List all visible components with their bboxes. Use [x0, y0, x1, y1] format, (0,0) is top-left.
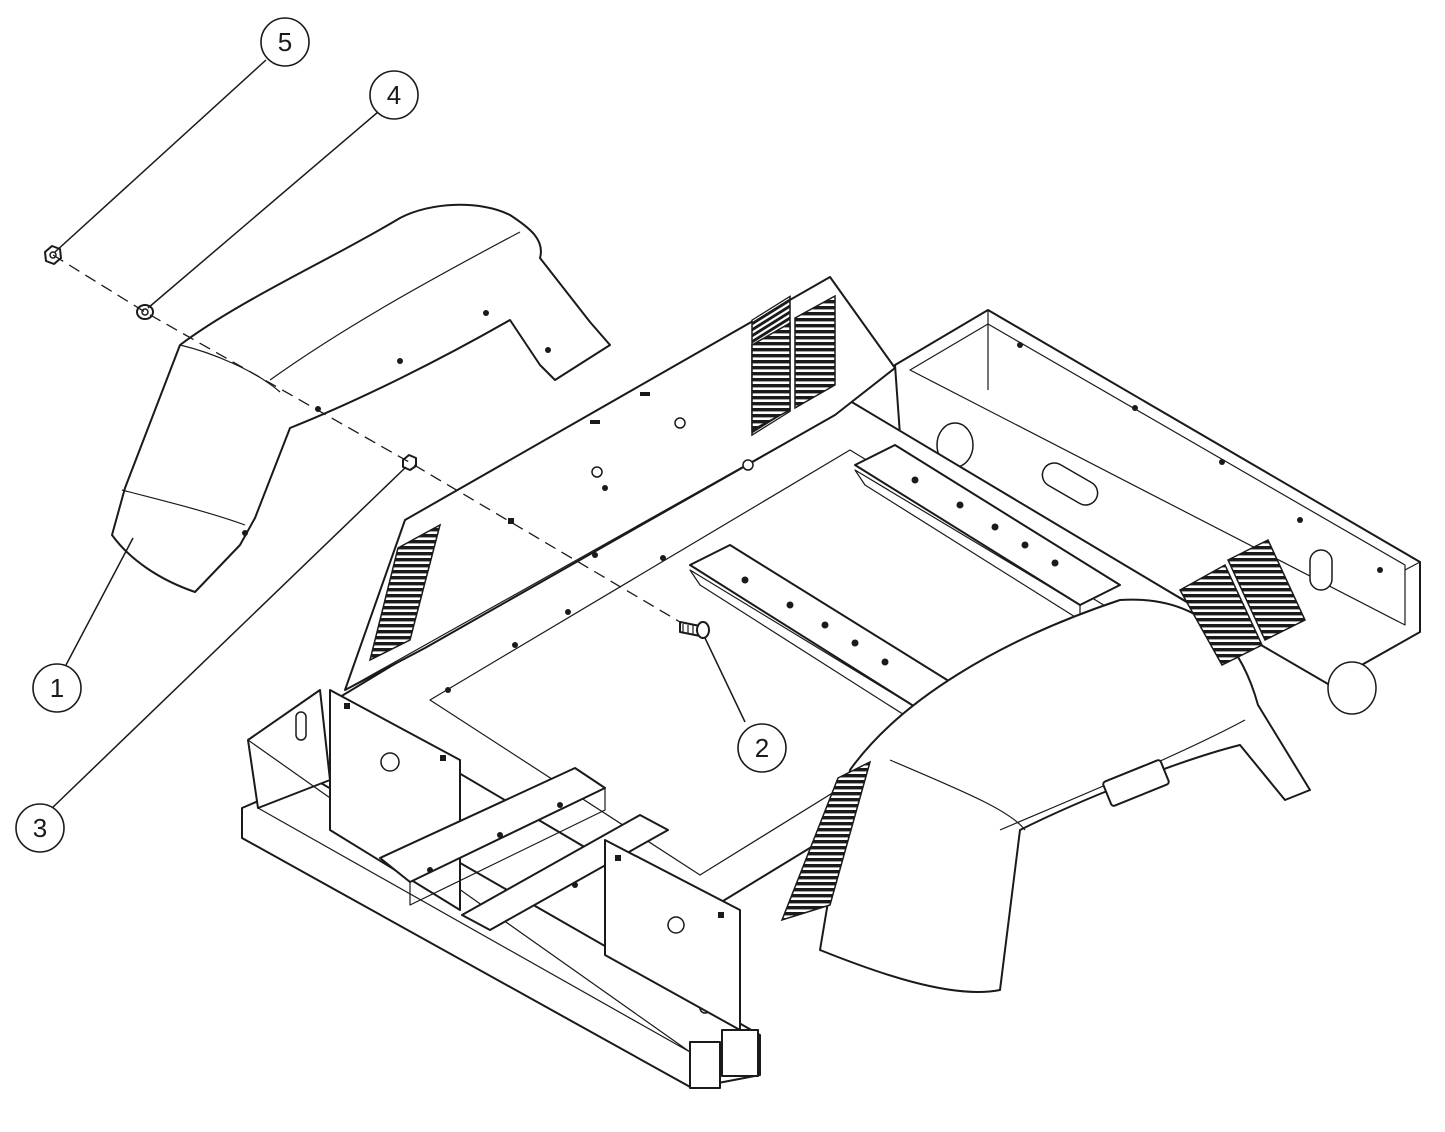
callout-5-label: 5	[278, 27, 292, 57]
leader-5	[54, 59, 267, 253]
callout-2: 2	[737, 723, 787, 773]
leader-1	[65, 537, 134, 666]
leader-2	[704, 637, 746, 723]
fender-part-1	[111, 203, 611, 593]
leader-4	[147, 111, 379, 309]
leader-3	[49, 466, 407, 811]
callout-5: 5	[260, 17, 310, 67]
callout-1-label: 1	[50, 673, 64, 703]
leader-lines	[49, 59, 746, 811]
rear-fender-installed	[780, 538, 1311, 993]
washer-part-4	[136, 304, 154, 320]
callout-2-label: 2	[755, 733, 769, 763]
callout-3-label: 3	[33, 813, 47, 843]
callout-balloons: 5 4 1 2 3	[15, 17, 787, 853]
callout-1: 1	[32, 663, 82, 713]
callout-4-label: 4	[387, 80, 401, 110]
bolt-part-2	[679, 621, 710, 639]
hardware-parts	[44, 245, 710, 639]
callout-4: 4	[369, 70, 419, 120]
callout-3: 3	[15, 803, 65, 853]
seat-back-panel	[344, 276, 896, 693]
center-brackets	[329, 689, 741, 1031]
body-frame-assembly	[241, 276, 1421, 1089]
